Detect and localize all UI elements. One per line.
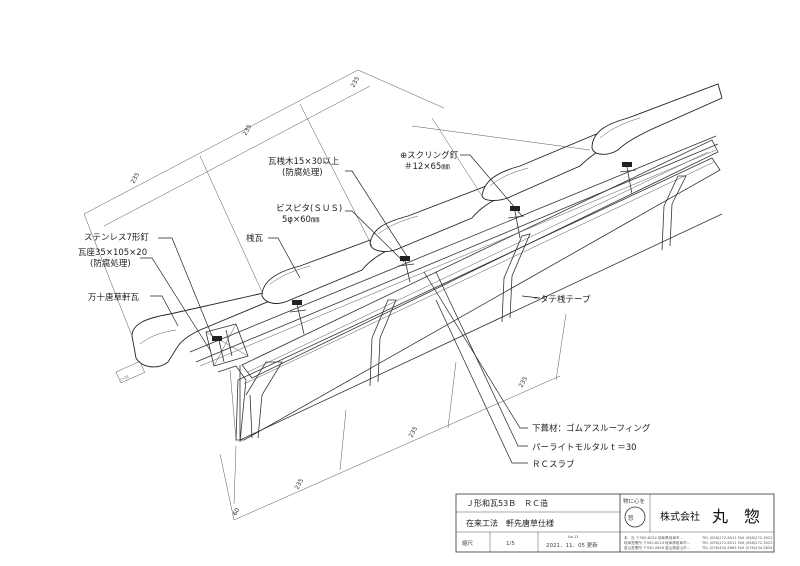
label-roof-tile: 桟瓦 [246,233,264,244]
screw-3 [507,205,525,239]
tile-1 [261,231,397,304]
bottom-dimensions: 235 235 235 60 [219,313,567,521]
screw-4 [619,161,637,195]
eaves-tile [131,291,273,368]
label-underlay: 下葺材：ゴムアスルーフィング [532,423,651,434]
labels: ⊕スクリング釘 ＃12×65㎜ 瓦桟木15×30以上 (防腐処理) ビスピタ(Ｓ… [78,150,651,470]
leader-lines [140,154,541,464]
label-tile-seat-note: (防腐処理) [90,258,131,269]
dim-top-2: 235 [242,123,254,137]
address-2: 岐阜営業所 〒500-8224 岐阜県岐阜市... [624,540,690,545]
update-date: 2021．11．05 更新 [546,541,598,549]
svg-text:惣: 惣 [628,514,634,522]
address-3: 富山営業所 〒930-0856 富山県富山市... [624,545,690,550]
dim-bottom-3: 235 [518,375,530,389]
tel-2: TEL (058)272-6011 FAX (058)272-3022 [701,541,772,545]
company-prefix: 株式会社 [660,510,700,523]
tile-3 [481,129,611,201]
dim-bottom-1: 235 [294,477,306,491]
label-screw-size: 5φ×60㎜ [282,215,320,225]
scale-value: 1/5 [506,541,515,547]
screw-2 [397,255,415,283]
title-block: Ｊ形和瓦53Ｂ ＲＣ造 在来工法 軒先唐草仕様 縮尺 1/5 No.13 202… [455,493,775,553]
dim-top-3: 235 [350,75,362,89]
address-1: 本 社 〒500-8224 岐阜県岐阜市... [624,535,683,540]
label-tile-seat: 瓦座35×105×20 [78,247,147,258]
tel-3: TEL (076)434-5663 FAX (076)434-5654 [701,546,773,550]
tel-1: TEL (058)272-6011 FAX (058)272-3022 [701,536,772,540]
fasteners [212,161,637,363]
label-screw-nail-size: ＃12×65㎜ [404,162,450,172]
company-seal-icon [624,506,646,528]
rc-slab [217,139,723,443]
nail-eaves [212,329,233,363]
label-stainless-nail: ステンレス7形釘 [84,232,149,243]
label-screw-nail: ⊕スクリング釘 [400,150,459,161]
rc-struts [239,175,687,440]
roof-tiles [131,83,723,368]
label-screw: ビスピタ(ＳＵＳ) [276,204,342,214]
company-name: 丸 惣 [712,507,760,526]
label-vertical-tape: タテ桟テープ [540,294,591,305]
dim-top-1: 235 [130,171,142,185]
scale-label: 縮尺 [462,539,474,547]
sheet-no: No.13 [568,535,579,539]
note-box-text: t=31 [120,375,130,382]
label-eaves-tile: 万十唐草軒瓦 [88,292,140,303]
top-dimensions: 235 235 235 t=31 [83,69,591,384]
underlay-and-battens [189,135,719,367]
label-rc-slab: ＲＣスラブ [532,459,575,470]
dim-bottom-2: 235 [408,425,420,439]
label-perlite: パーライトモルタル t ＝30 [532,443,637,453]
tile-4 [591,83,723,155]
company-motto: 物に心を [623,497,645,505]
tile-2 [369,179,507,252]
title-line-1: Ｊ形和瓦53Ｂ ＲＣ造 [466,498,548,508]
dim-left-small: 60 [232,507,242,517]
label-batten: 瓦桟木15×30以上 [268,156,340,167]
screw-1 [289,299,307,335]
label-batten-note: (防腐処理) [282,167,323,178]
title-line-2: 在来工法 軒先唐草仕様 [466,518,554,528]
